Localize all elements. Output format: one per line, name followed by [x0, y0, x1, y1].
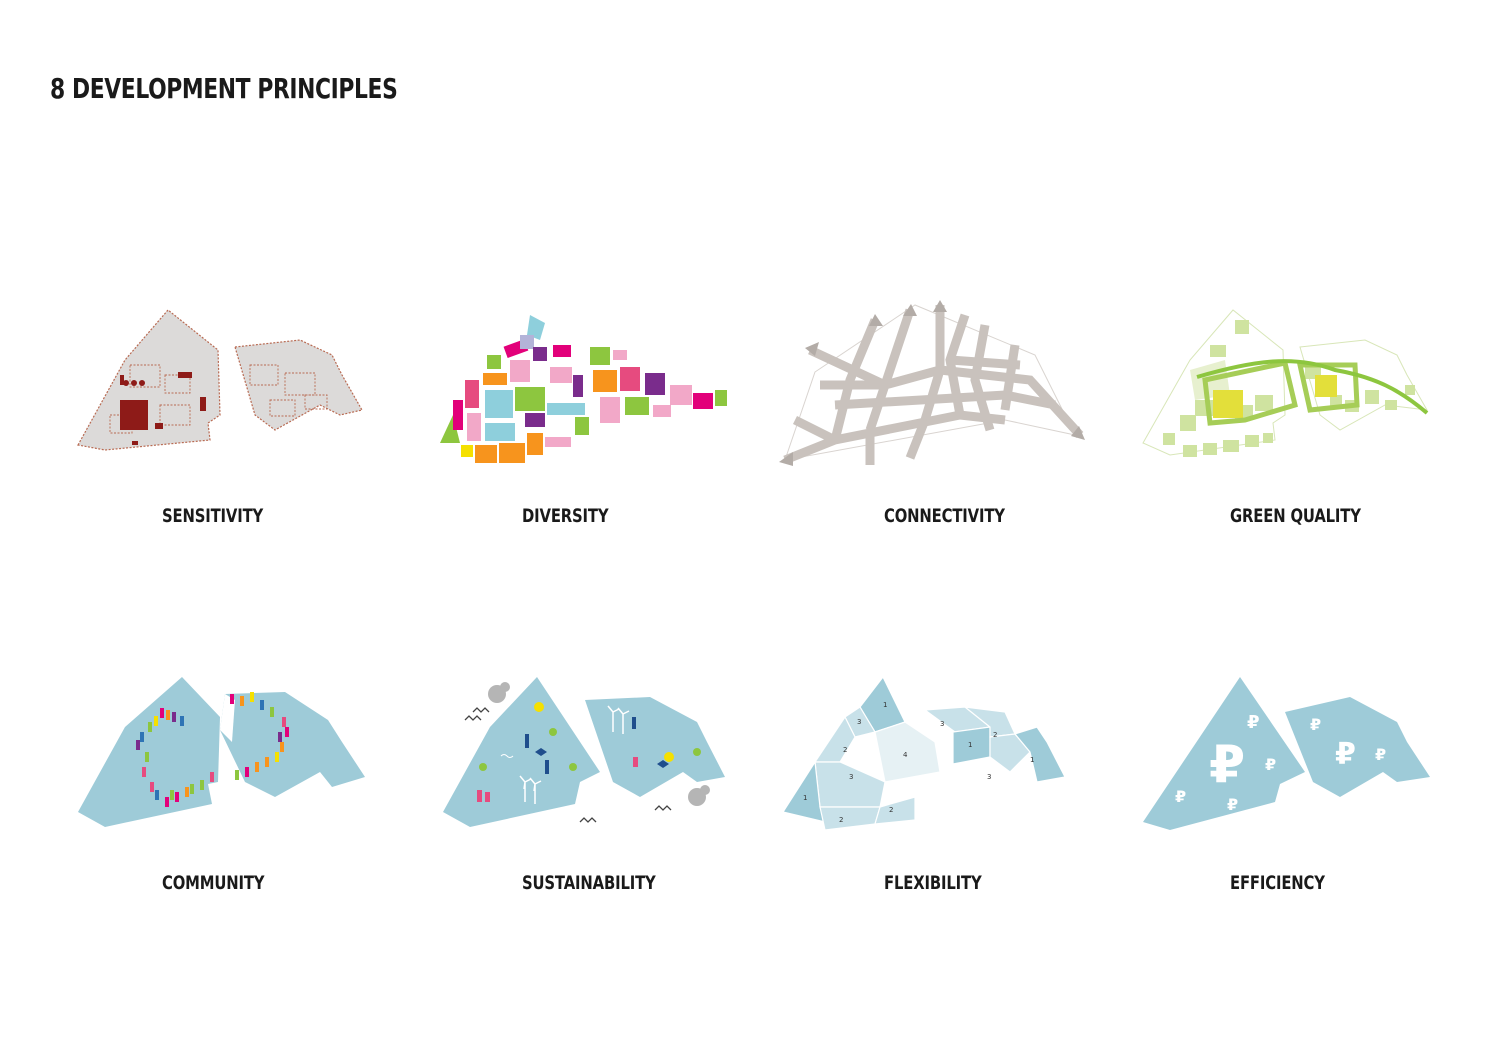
sustainability-icons — [464, 682, 710, 823]
zone-number: 1 — [1030, 756, 1034, 764]
label-sensitivity: SENSITIVITY — [162, 505, 264, 527]
ruble-icon: ₽ — [1375, 745, 1386, 764]
sustainability-diagram — [443, 677, 725, 827]
ruble-icon: ₽ — [1247, 712, 1260, 733]
ruble-icon: ₽ — [1227, 795, 1238, 814]
ruble-icon: ₽ — [1310, 715, 1321, 734]
label-sustainability: SUSTAINABILITY — [522, 872, 656, 894]
sensitivity-site — [77, 309, 363, 451]
zone-number: 3 — [987, 773, 991, 781]
ruble-icon: ₽ — [1265, 755, 1276, 774]
label-diversity: DIVERSITY — [522, 505, 609, 527]
diversity-diagram — [440, 315, 727, 463]
label-connectivity: CONNECTIVITY — [884, 505, 1005, 527]
zone-number: 1 — [803, 794, 807, 802]
connectivity-routes — [779, 300, 1085, 466]
community-people-icons — [136, 692, 289, 807]
green-quality-map — [1142, 309, 1429, 457]
zone-number: 2 — [843, 746, 847, 754]
flexibility-numbers: 1 2 3 4 3 2 2 1 3 1 2 3 1 — [803, 701, 1034, 824]
label-community: COMMUNITY — [162, 872, 265, 894]
connectivity-diagram — [779, 300, 1085, 466]
page-title: 8 DEVELOPMENT PRINCIPLES — [50, 72, 398, 105]
zone-number: 2 — [993, 731, 997, 739]
ruble-icon: ₽ — [1175, 787, 1186, 806]
zone-number: 1 — [883, 701, 887, 709]
zone-number: 3 — [940, 720, 944, 728]
green-quality-diagram — [1142, 309, 1429, 457]
efficiency-site — [1143, 677, 1430, 830]
efficiency-diagram: ₽ ₽ ₽ ₽ ₽ ₽ ₽ ₽ — [1143, 677, 1430, 830]
zone-number: 4 — [903, 751, 908, 759]
label-flexibility: FLEXIBILITY — [884, 872, 982, 894]
ruble-icon: ₽ — [1209, 735, 1245, 795]
zone-number: 3 — [857, 718, 861, 726]
community-diagram — [78, 677, 365, 827]
label-efficiency: EFFICIENCY — [1230, 872, 1325, 894]
zone-number: 2 — [839, 816, 843, 824]
ruble-icon: ₽ — [1335, 737, 1356, 772]
flexibility-zones — [782, 675, 1066, 831]
flexibility-diagram: 1 2 3 4 3 2 2 1 3 1 2 3 1 — [782, 675, 1066, 831]
sustainability-site — [443, 677, 725, 827]
label-green-quality: GREEN QUALITY — [1230, 505, 1361, 527]
zone-number: 2 — [889, 806, 893, 814]
diversity-blocks — [440, 315, 727, 463]
sensitivity-diagram — [77, 309, 363, 451]
zone-number: 1 — [968, 741, 972, 749]
ruble-icons: ₽ ₽ ₽ ₽ ₽ ₽ ₽ ₽ — [1175, 712, 1386, 814]
zone-number: 3 — [849, 773, 853, 781]
community-site — [78, 677, 365, 827]
